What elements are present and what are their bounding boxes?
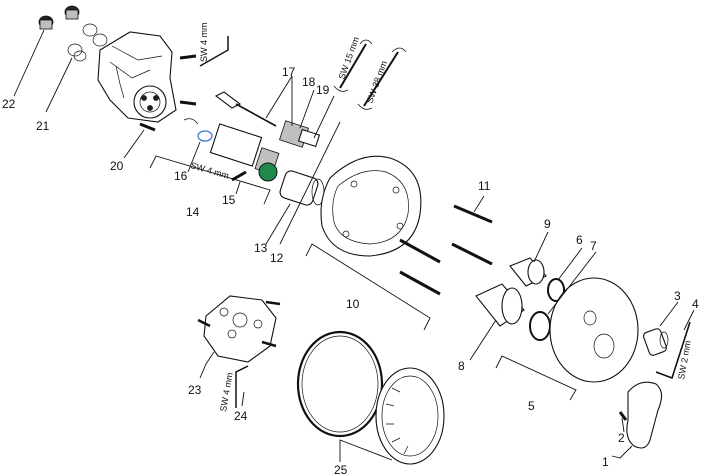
label-21: 21 — [36, 119, 50, 133]
part-4-hex-key — [655, 321, 691, 380]
part-24-hex-key — [235, 365, 249, 408]
label-23: 23 — [188, 383, 202, 397]
label-9: 9 — [544, 217, 551, 231]
label-1: 1 — [602, 455, 609, 469]
part-15-screw — [231, 170, 247, 182]
hex-key-top — [199, 36, 229, 67]
part-23-box — [197, 295, 281, 363]
label-13: 13 — [254, 241, 268, 255]
part-11-screws — [399, 204, 493, 296]
label-17: 17 — [282, 65, 296, 79]
part-number-labels: 1 2 3 4 5 6 7 8 9 10 11 12 13 14 15 16 1… — [2, 65, 699, 476]
part-10-backplate — [320, 155, 422, 257]
part-8-sleeve — [475, 283, 525, 327]
label-16: 16 — [174, 169, 188, 183]
label-8: 8 — [458, 359, 465, 373]
part-16-cartridge — [183, 118, 280, 182]
label-10: 10 — [346, 297, 360, 311]
label-22: 22 — [2, 97, 16, 111]
screw-top — [179, 54, 197, 106]
label-7: 7 — [590, 239, 597, 253]
label-25: 25 — [334, 463, 348, 476]
part-7-o-ring — [529, 311, 551, 341]
sw4-mid-label: SW 4 mm — [189, 160, 230, 181]
part-17-spindle — [214, 91, 277, 127]
label-15: 15 — [222, 193, 236, 207]
label-20: 20 — [110, 159, 124, 173]
part-22-caps — [38, 5, 80, 30]
wrench-sw38 — [357, 47, 407, 110]
part-25-rosette — [375, 367, 445, 465]
part-1-lever-handle — [626, 381, 663, 449]
label-2: 2 — [618, 431, 625, 445]
label-5: 5 — [528, 399, 535, 413]
part-13-sleeve — [279, 170, 325, 206]
part-9-sleeve — [509, 257, 547, 287]
sw2-label: SW 2 mm — [676, 340, 693, 381]
part-2-screw — [618, 411, 628, 421]
valve-body — [97, 31, 177, 123]
sw4-bottom-label: SW 4 mm — [218, 372, 235, 413]
leader-lines — [13, 29, 695, 462]
part-18-19-insert — [278, 120, 321, 148]
label-6: 6 — [576, 233, 583, 247]
part-21-o-rings — [67, 23, 108, 62]
label-3: 3 — [674, 289, 681, 303]
label-4: 4 — [692, 297, 699, 311]
sw38-label: SW 38 mm — [364, 59, 389, 104]
part-5-cover-plate — [549, 277, 639, 383]
part-6-o-ring — [547, 278, 565, 302]
part-25-ring — [296, 330, 384, 438]
wrench-sw15 — [333, 39, 373, 92]
label-18: 18 — [302, 75, 316, 89]
label-14: 14 — [186, 205, 200, 219]
label-24: 24 — [234, 409, 248, 423]
label-12: 12 — [270, 251, 284, 265]
label-19: 19 — [316, 83, 330, 97]
part-20-screw — [139, 122, 156, 132]
sw4-top-label: SW 4 mm — [199, 23, 209, 63]
label-11: 11 — [478, 179, 491, 193]
part-3-knob — [643, 328, 669, 356]
